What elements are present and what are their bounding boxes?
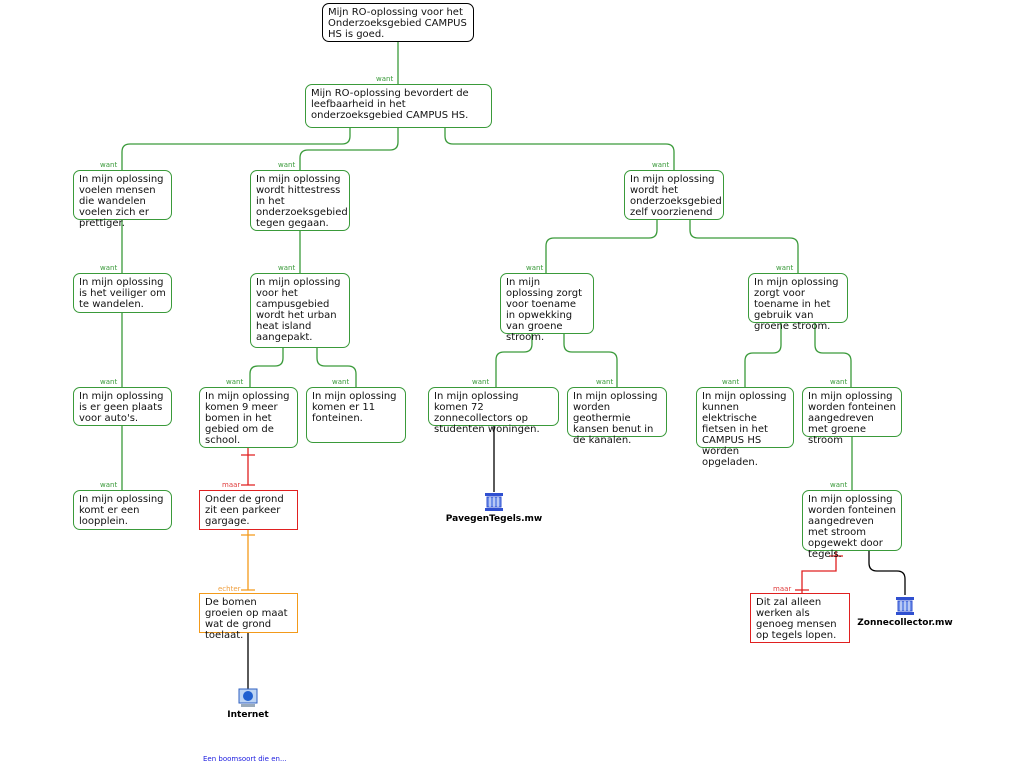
reason-node[interactable]: In mijn oplossing worden fonteinen aange… <box>802 387 902 446</box>
reason-node[interactable]: In mijn oplossing komt er een loopplein. <box>73 490 172 530</box>
relation-label: want <box>226 378 244 386</box>
resource-label: PavegenTegels.mw <box>445 514 543 524</box>
reason-node[interactable]: In mijn oplossing kunnen elektrische fie… <box>696 387 794 468</box>
relation-label: want <box>596 378 614 386</box>
relation-label: want <box>526 264 544 272</box>
reason-node[interactable]: In mijn oplossing worden fonteinen aange… <box>802 490 902 560</box>
resource-internet[interactable]: Internet <box>208 688 288 720</box>
relation-label: want <box>100 481 118 489</box>
relation-label: want <box>278 264 296 272</box>
rebuttal-node[interactable]: De bomen groeien op maat wat de grond to… <box>199 593 298 641</box>
relation-label: want <box>100 264 118 272</box>
reason-node[interactable]: In mijn oplossing voelen mensen die wand… <box>73 170 172 229</box>
reason-node[interactable]: In mijn oplossing komen 72 zonnecollecto… <box>428 387 559 435</box>
building-columns-icon <box>485 493 503 511</box>
note-link[interactable]: Een boomsoort die en... <box>203 755 287 763</box>
reason-node[interactable]: In mijn oplossing komen 9 meer bomen in … <box>199 387 298 448</box>
relation-label: want <box>278 161 296 169</box>
reason-node[interactable]: In mijn oplossing is het veiliger om te … <box>73 273 172 313</box>
reason-node[interactable]: In mijn oplossing zorgt voor toename in … <box>748 273 848 332</box>
relation-label: echter <box>218 585 241 593</box>
relation-label: want <box>830 378 848 386</box>
relation-label: want <box>722 378 740 386</box>
reason-node[interactable]: In mijn oplossing komen er 11 fonteinen. <box>306 387 406 443</box>
relation-label: want <box>652 161 670 169</box>
reason-node[interactable]: Mijn RO-oplossing bevordert de leefbaarh… <box>305 84 492 128</box>
relation-label: want <box>100 161 118 169</box>
reason-node[interactable]: In mijn oplossing voor het campusgebied … <box>250 273 350 348</box>
objection-node[interactable]: Onder de grond zit een parkeer gargage. <box>199 490 298 530</box>
resource-label: Zonnecollector.mw <box>857 618 953 628</box>
building-columns-icon <box>896 597 914 615</box>
resource-pavegen[interactable]: PavegenTegels.mw <box>444 492 544 524</box>
relation-label: want <box>376 75 394 83</box>
relation-label: want <box>776 264 794 272</box>
reason-node[interactable]: In mijn oplossing zorgt voor toename in … <box>500 273 594 343</box>
reason-node[interactable]: In mijn oplossing is er geen plaats voor… <box>73 387 172 426</box>
claim-node[interactable]: Mijn RO-oplossing voor het Onderzoeksgeb… <box>322 3 474 42</box>
reason-node[interactable]: In mijn oplossing wordt hittestress in h… <box>250 170 350 231</box>
relation-label: maar <box>222 481 241 489</box>
resource-label: Internet <box>227 710 269 720</box>
reason-node[interactable]: In mijn oplossing worden geothermie kans… <box>567 387 667 446</box>
objection-node[interactable]: Dit zal alleen werken als genoeg mensen … <box>750 593 850 643</box>
relation-label: want <box>332 378 350 386</box>
reason-node[interactable]: In mijn oplossing wordt het onderzoeksge… <box>624 170 724 220</box>
relation-label: want <box>100 378 118 386</box>
relation-label: maar <box>773 585 792 593</box>
relation-label: want <box>472 378 490 386</box>
resource-zonnecollector[interactable]: Zonnecollector.mw <box>855 596 955 628</box>
relation-label: want <box>830 481 848 489</box>
computer-globe-icon <box>238 688 258 707</box>
